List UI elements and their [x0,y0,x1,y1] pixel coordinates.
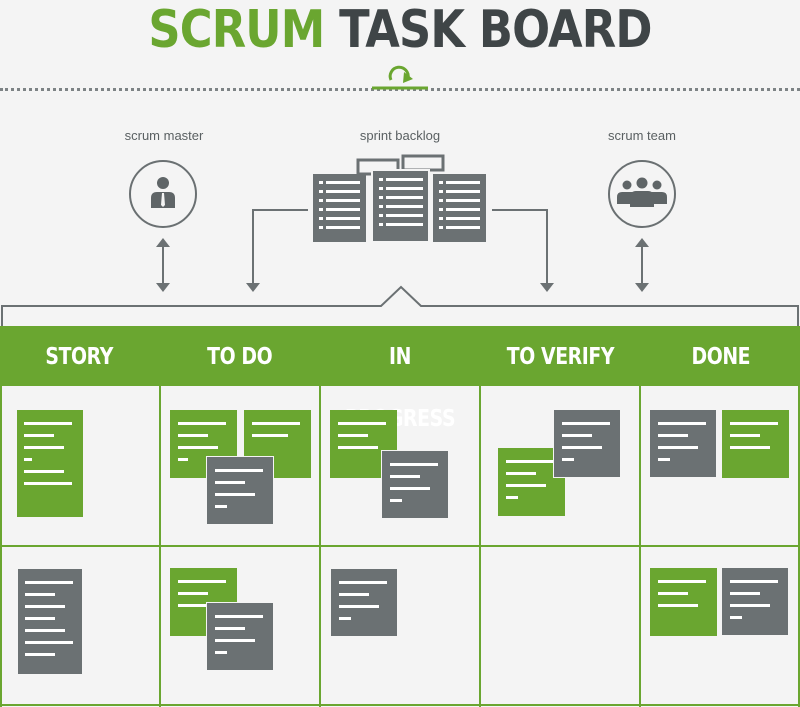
done-card [650,568,717,636]
done-card [649,409,717,478]
column-header-done: DONE [641,326,800,386]
connector-lines [1,209,799,326]
backlog-documents-icon [313,154,486,243]
story-card [17,410,83,517]
column-header-in-progress: IN PROGRESS [321,326,479,432]
sprint-cycle-icon [372,65,428,90]
page-title: SCRUM TASK BOARD [56,0,744,62]
scrum-master-circle [129,160,197,228]
done-card [721,567,789,636]
arrow-heads [156,238,649,292]
column-header-to-do: TO DO [161,326,319,386]
title-task-board: TASK BOARD [339,0,652,60]
column-header-story: STORY [0,326,159,386]
task-card [381,450,449,519]
sprint-backlog-label: sprint backlog [359,128,441,143]
scrum-team-label: scrum team [608,128,676,143]
scrum-master-label: scrum master [124,128,204,143]
board-grid [0,326,800,707]
person-icon [151,177,175,208]
scrum-team-circle [608,160,676,228]
column-header-to-verify: TO VERIFY [481,326,639,386]
done-card [722,410,789,478]
title-scrum: SCRUM [148,0,325,60]
team-icon [617,177,667,207]
story-card [17,568,83,675]
task-card [330,568,398,637]
task-card [553,409,621,478]
task-card [206,456,274,525]
task-card [206,602,274,671]
